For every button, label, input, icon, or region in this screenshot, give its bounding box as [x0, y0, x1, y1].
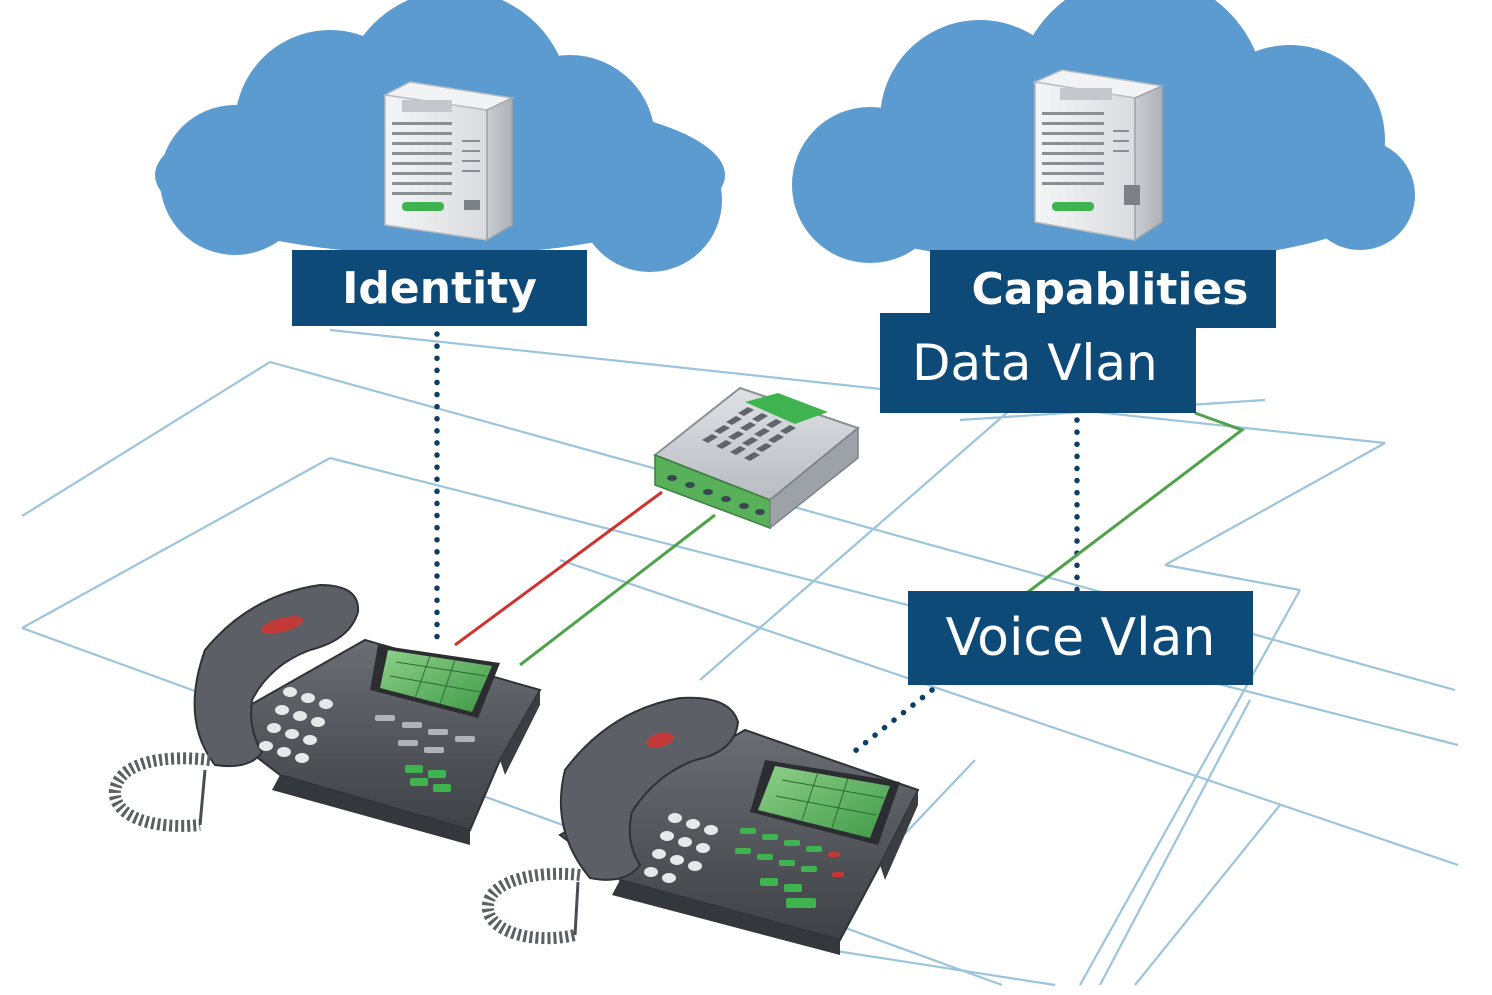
desk-phone-icon: [108, 583, 542, 845]
identity-label: Identity: [292, 250, 587, 326]
server-icon: [1032, 69, 1165, 242]
desk-phone-icon: [481, 696, 920, 955]
dotted-connector: [434, 331, 1080, 758]
voice-vlan-label-text: Voice Vlan: [945, 608, 1216, 668]
green-cable: [1027, 411, 1246, 594]
voice-vlan-label: Voice Vlan: [908, 591, 1253, 685]
data-vlan-label: Data Vlan: [880, 313, 1196, 413]
server-icon: [382, 81, 515, 242]
network-switch-icon: [653, 386, 861, 735]
capabilities-label-text: Capablities: [971, 263, 1249, 315]
identity-label-text: Identity: [342, 262, 537, 314]
data-vlan-label-text: Data Vlan: [912, 334, 1158, 392]
green-cable: [519, 513, 716, 667]
red-cable: [454, 490, 663, 647]
